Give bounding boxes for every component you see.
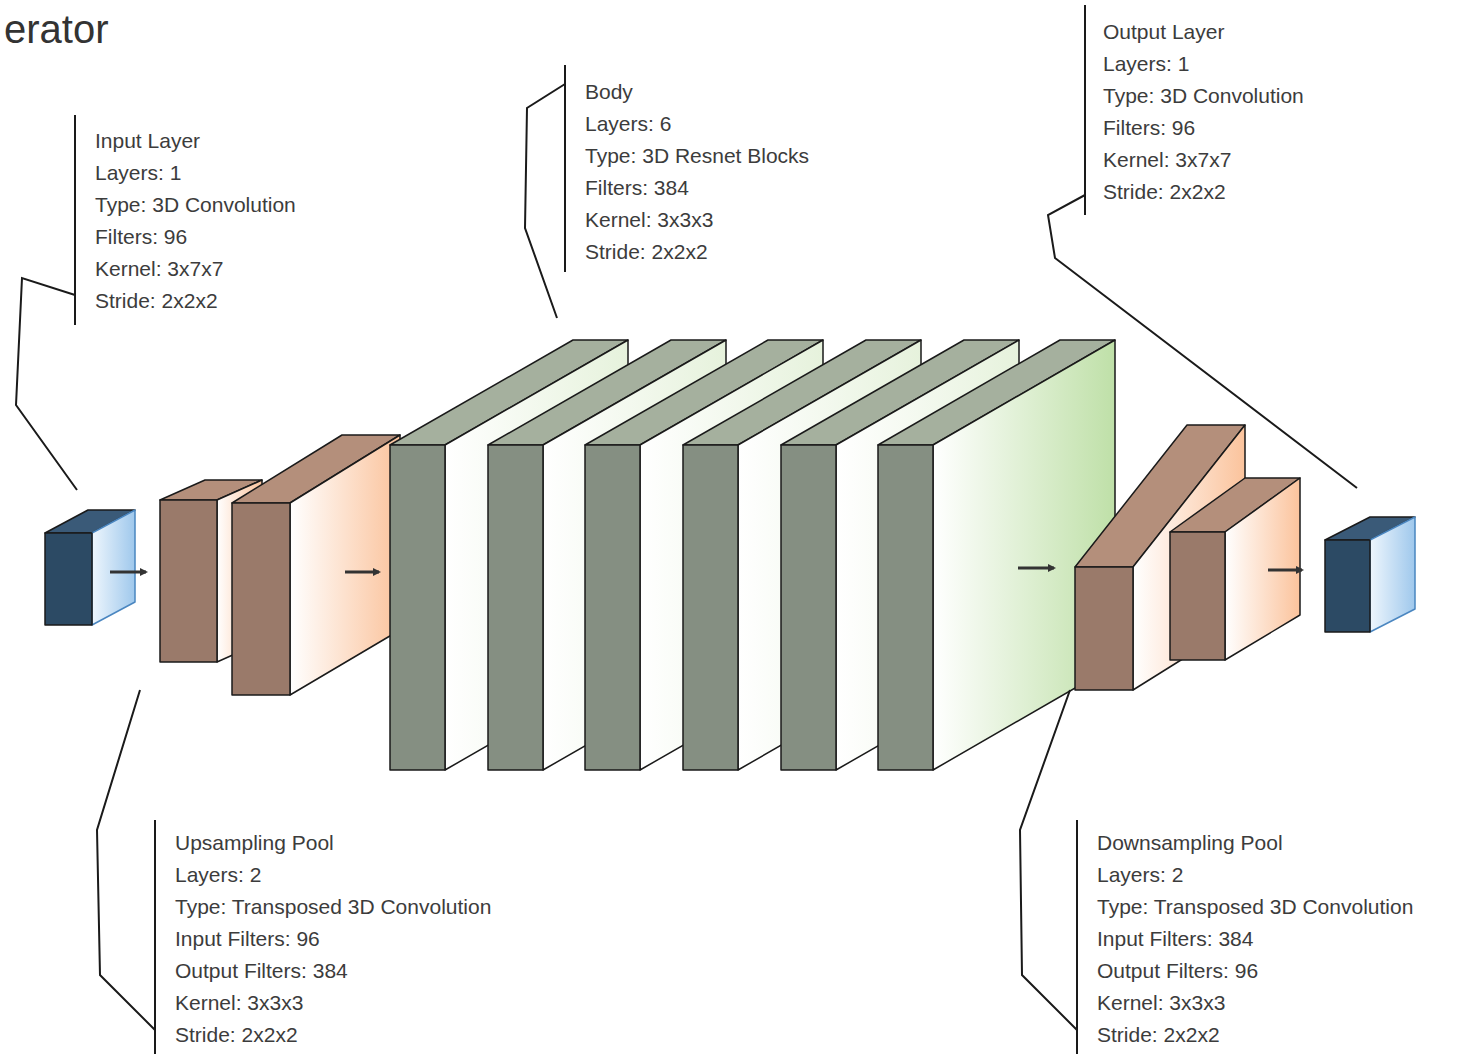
callout-text: Kernel: 3x3x3: [585, 207, 713, 233]
callout-text: Stride: 2x2x2: [585, 239, 708, 265]
callout-text: Filters: 96: [95, 224, 187, 250]
callout-text: Input Filters: 96: [175, 926, 320, 952]
callout-text: Output Filters: 384: [175, 958, 348, 984]
callout-text: Layers: 1: [95, 160, 181, 186]
callout-heading: Downsampling Pool: [1097, 830, 1283, 856]
callout-text: Kernel: 3x3x3: [1097, 990, 1225, 1016]
callout-text: Layers: 2: [175, 862, 261, 888]
callout-text: Kernel: 3x7x7: [95, 256, 223, 282]
flow-arrows: [110, 568, 1302, 572]
callout-text: Kernel: 3x7x7: [1103, 147, 1231, 173]
callout-text: Output Filters: 96: [1097, 958, 1258, 984]
callout-text: Type: 3D Resnet Blocks: [585, 143, 809, 169]
callout-text: Filters: 96: [1103, 115, 1195, 141]
layer-blocks: [45, 340, 1415, 770]
callout-text: Layers: 6: [585, 111, 671, 137]
callout-heading: Input Layer: [95, 128, 200, 154]
callout-text: Layers: 2: [1097, 862, 1183, 888]
callout-text: Type: 3D Convolution: [95, 192, 296, 218]
callout-text: Type: Transposed 3D Convolution: [1097, 894, 1413, 920]
diagram-title: erator: [4, 6, 109, 52]
callout-text: Type: 3D Convolution: [1103, 83, 1304, 109]
callout-text: Filters: 384: [585, 175, 689, 201]
callout-heading: Output Layer: [1103, 19, 1224, 45]
callout-text: Layers: 1: [1103, 51, 1189, 77]
callout-text: Type: Transposed 3D Convolution: [175, 894, 491, 920]
callout-text: Kernel: 3x3x3: [175, 990, 303, 1016]
callout-text: Stride: 2x2x2: [175, 1022, 298, 1048]
callout-heading: Body: [585, 79, 633, 105]
callout-text: Input Filters: 384: [1097, 926, 1253, 952]
callout-text: Stride: 2x2x2: [95, 288, 218, 314]
callout-heading: Upsampling Pool: [175, 830, 334, 856]
callout-text: Stride: 2x2x2: [1103, 179, 1226, 205]
callout-text: Stride: 2x2x2: [1097, 1022, 1220, 1048]
